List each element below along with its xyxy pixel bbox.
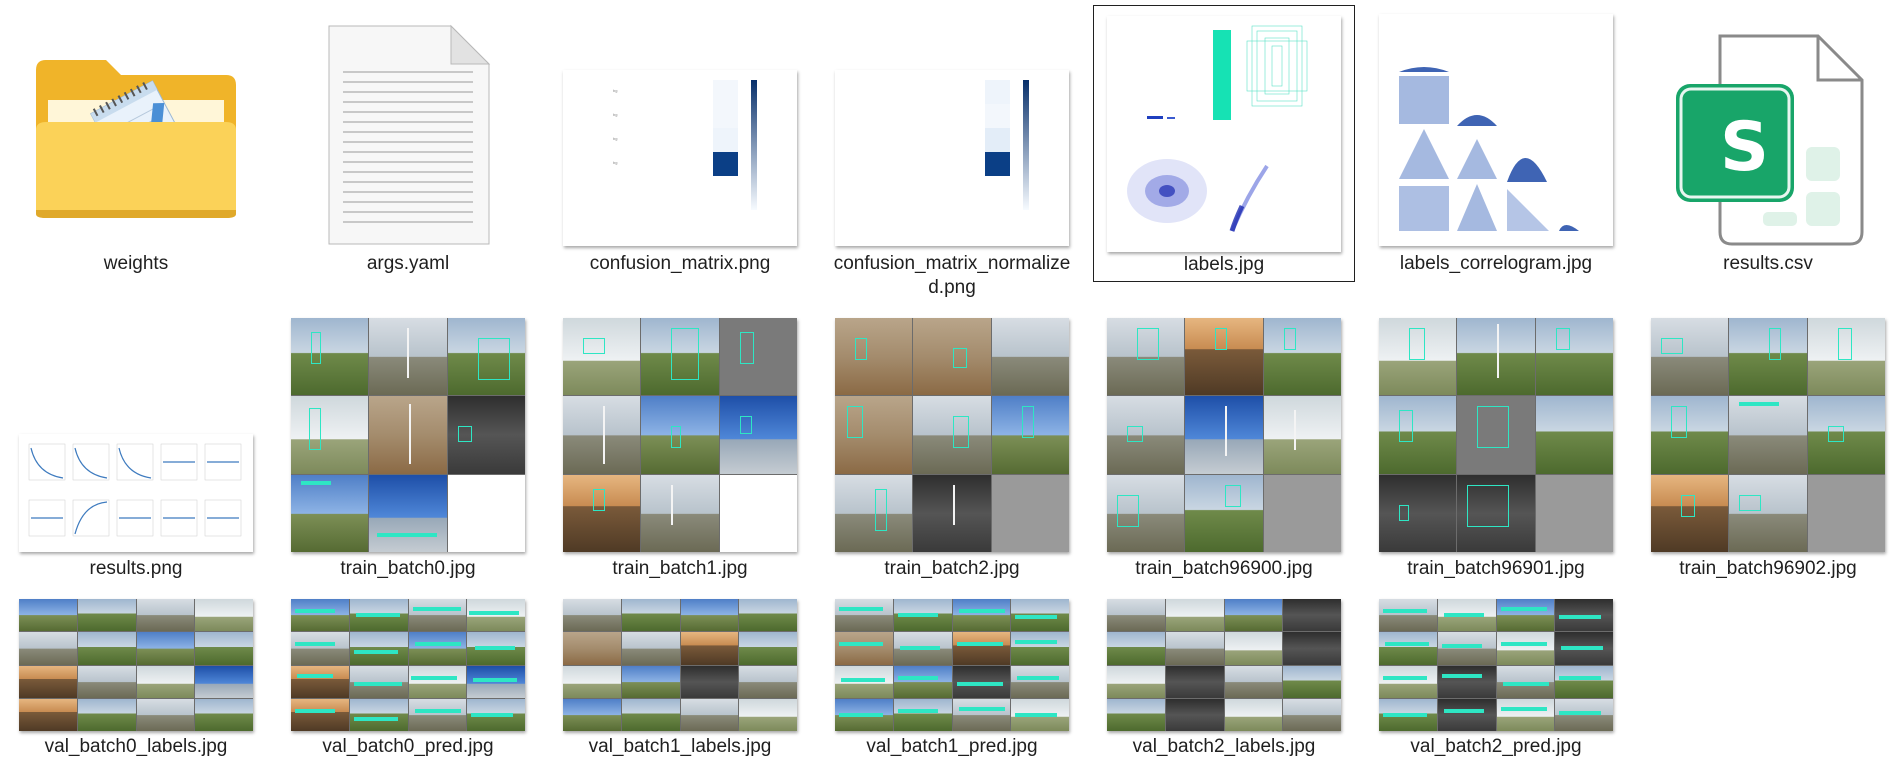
file-item-val-batch0-pred[interactable]: val_batch0_pred.jpg [282, 595, 534, 775]
file-name: train_batch96901.jpg [1407, 558, 1585, 579]
file-item-train-batch2[interactable]: train_batch2.jpg [826, 310, 1078, 590]
file-name: train_batch96900.jpg [1135, 558, 1313, 579]
file-item-args-yaml[interactable]: args.yaml [282, 10, 534, 280]
svg-text:bg: bg [613, 88, 617, 93]
file-name: labels.jpg [1183, 254, 1265, 275]
svg-text:bg: bg [613, 136, 617, 141]
file-item-train-batch96901[interactable]: train_batch96901.jpg [1370, 310, 1622, 590]
file-item-val-batch2-pred[interactable]: val_batch2_pred.jpg [1370, 595, 1622, 775]
image-thumbnail [1098, 595, 1350, 731]
file-name: train_batch96902.jpg [1679, 558, 1857, 579]
file-name: args.yaml [366, 253, 450, 274]
file-item-labels[interactable]: labels.jpg [1093, 5, 1355, 282]
file-item-train-batch96900[interactable]: train_batch96900.jpg [1098, 310, 1350, 590]
svg-text:bg: bg [613, 160, 617, 165]
image-thumbnail [10, 430, 262, 552]
file-name: train_batch1.jpg [612, 558, 748, 579]
file-item-results-csv[interactable]: S results.csv [1642, 10, 1892, 280]
image-thumbnail [1370, 595, 1622, 731]
image-thumbnail [1370, 314, 1622, 552]
image-thumbnail [554, 595, 806, 731]
file-item-val-batch1-pred[interactable]: val_batch1_pred.jpg [826, 595, 1078, 775]
file-name: val_batch2_labels.jpg [1132, 736, 1316, 757]
svg-text:bg: bg [613, 112, 617, 117]
file-item-train-batch0[interactable]: train_batch0.jpg [282, 310, 534, 590]
image-thumbnail [282, 314, 534, 552]
file-name: train_batch0.jpg [340, 558, 476, 579]
file-name: weights [103, 253, 169, 274]
image-thumbnail [1094, 12, 1354, 252]
spreadsheet-letter: S [1720, 108, 1769, 187]
file-item-train-batch96902[interactable]: train_batch96902.jpg [1642, 310, 1892, 590]
file-item-confusion-matrix-normalized[interactable]: confusion_matrix_normalized.png [826, 10, 1078, 300]
image-thumbnail [282, 595, 534, 731]
image-thumbnail [1370, 12, 1622, 246]
file-item-confusion-matrix[interactable]: bg bg bg bg confusion_matrix.png [554, 10, 806, 280]
image-thumbnail: bg bg bg bg [554, 68, 806, 246]
image-thumbnail [554, 314, 806, 552]
file-item-val-batch0-labels[interactable]: val_batch0_labels.jpg [10, 595, 262, 775]
image-thumbnail [1098, 314, 1350, 552]
file-item-val-batch2-labels[interactable]: val_batch2_labels.jpg [1098, 595, 1350, 775]
file-name: train_batch2.jpg [884, 558, 1020, 579]
spreadsheet-icon: S [1642, 22, 1892, 247]
image-thumbnail [826, 595, 1078, 731]
file-item-results-png[interactable]: results.png [10, 310, 262, 590]
file-name: val_batch1_labels.jpg [588, 736, 772, 757]
file-name: val_batch0_labels.jpg [44, 736, 228, 757]
image-thumbnail [826, 68, 1078, 246]
image-thumbnail [826, 314, 1078, 552]
file-name: val_batch1_pred.jpg [866, 736, 1038, 757]
file-name: val_batch0_pred.jpg [322, 736, 494, 757]
file-name: confusion_matrix_normalized.png [833, 253, 1071, 298]
file-item-val-batch1-labels[interactable]: val_batch1_labels.jpg [554, 595, 806, 775]
file-name: labels_correlogram.jpg [1399, 253, 1593, 274]
file-item-weights[interactable]: weights [10, 10, 262, 280]
file-item-train-batch1[interactable]: train_batch1.jpg [554, 310, 806, 590]
image-thumbnail [1642, 314, 1892, 552]
file-item-labels-correlogram[interactable]: labels_correlogram.jpg [1370, 10, 1622, 280]
folder-icon [10, 35, 262, 225]
text-file-icon [282, 22, 534, 247]
image-thumbnail [10, 595, 262, 731]
file-name: results.csv [1723, 253, 1813, 274]
file-name: results.png [89, 558, 183, 579]
file-name: val_batch2_pred.jpg [1410, 736, 1582, 757]
file-name: confusion_matrix.png [589, 253, 771, 274]
